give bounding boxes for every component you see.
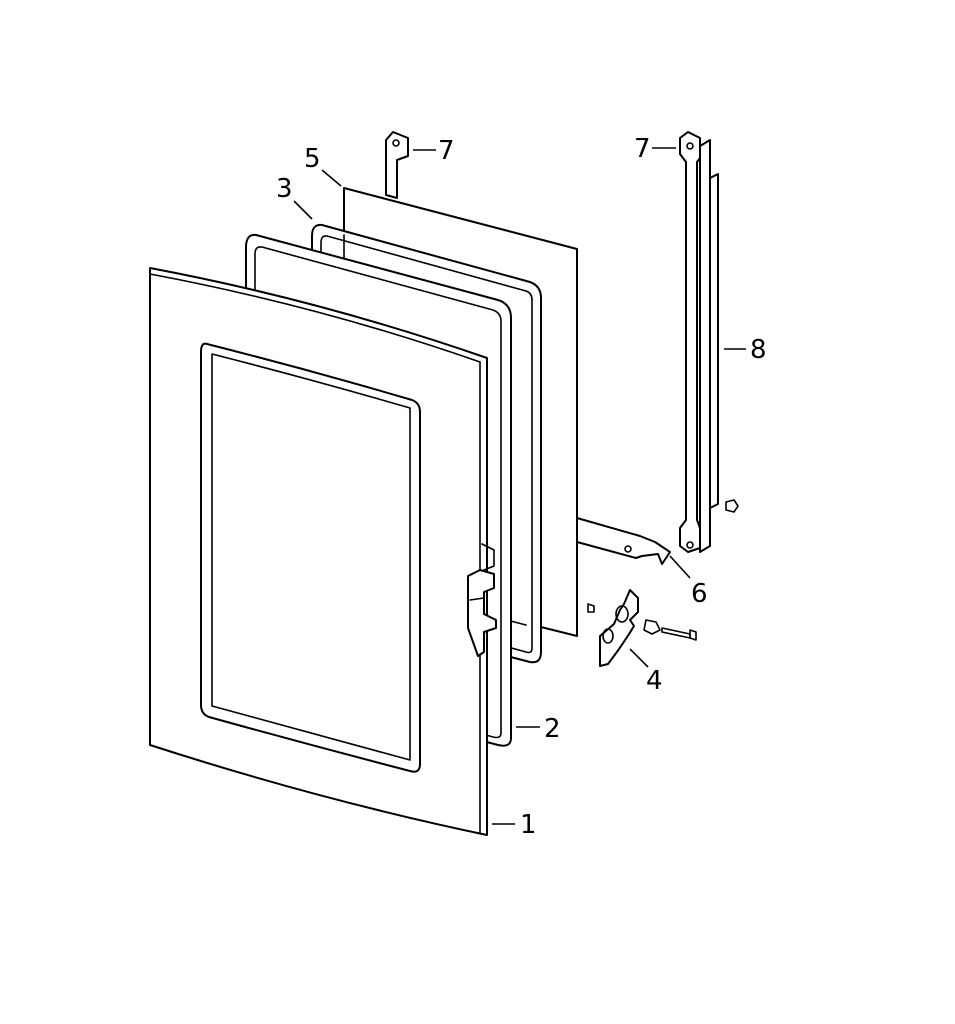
part-7-left-bracket (385, 131, 409, 199)
part-1-door-panel (149, 267, 488, 836)
callout-8: 8 (750, 335, 767, 365)
callout-1: 1 (520, 810, 537, 840)
callout-2: 2 (544, 714, 561, 744)
callout-6: 6 (691, 579, 708, 609)
part-6-hinge-arm (576, 517, 671, 565)
callout-7-left: 7 (438, 136, 455, 166)
leader-lines (293, 147, 746, 825)
callout-3: 3 (276, 174, 293, 204)
callout-7-right: 7 (634, 134, 651, 164)
callout-5: 5 (304, 144, 321, 174)
callout-labels: 1 2 3 4 5 6 7 7 8 (276, 134, 767, 840)
callout-4: 4 (646, 666, 663, 696)
part-7-right-bracket (679, 131, 701, 553)
part-8-vertical-rail (699, 139, 739, 553)
door-hinge-block (467, 543, 497, 657)
part-4-hinge-plate (587, 589, 697, 667)
